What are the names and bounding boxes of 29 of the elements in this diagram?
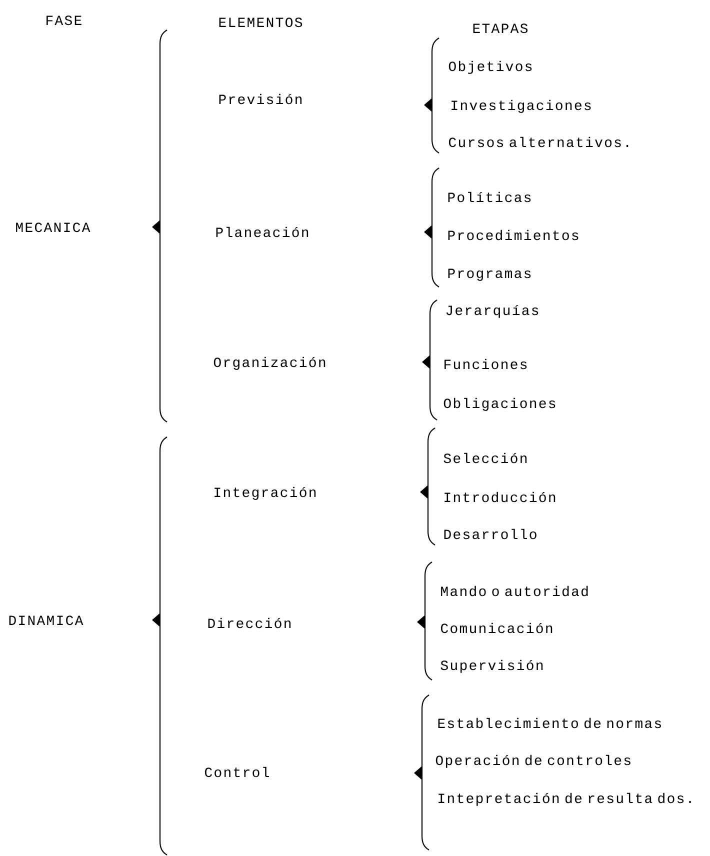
- stage-text: Investigaciones: [452, 100, 591, 113]
- stage-text: Objetivos: [448, 60, 532, 74]
- column-heading: FASE: [46, 16, 82, 26]
- phase-text: DINAMICA: [9, 616, 84, 626]
- stage-text: Comunicación: [440, 622, 552, 634]
- phase-text: MECANICA: [16, 222, 90, 232]
- stage-text: Selección: [444, 452, 527, 464]
- stage-text: Establecimiento de normas: [438, 718, 661, 728]
- element-text: Control: [204, 766, 269, 778]
- stage-text: Jerarquías: [446, 305, 538, 318]
- stage-text: Cursos alternativos.: [448, 136, 628, 148]
- element-text: Dirección: [208, 618, 291, 628]
- column-heading: ETAPAS: [473, 24, 528, 34]
- stage-text: Intepretación de resulta dos.: [438, 792, 691, 806]
- element-text: Integración: [214, 486, 316, 500]
- element-text: Organización: [214, 356, 326, 370]
- stage-text: Supervisión: [440, 660, 543, 673]
- stage-text: Desarrollo: [444, 528, 536, 540]
- element-text: Previsión: [219, 94, 302, 104]
- column-heading: ELEMENTOS: [219, 18, 302, 28]
- stage-text: Operación de controles: [436, 754, 630, 768]
- stage-text: Funciones: [444, 358, 527, 370]
- stage-text: Programas: [448, 268, 531, 281]
- element-text: Planeación: [216, 226, 308, 238]
- stage-text: Introducción: [444, 492, 556, 502]
- stage-text: Mando o autoridad: [441, 586, 588, 596]
- stage-text: Obligaciones: [444, 398, 556, 411]
- stage-text: Políticas: [448, 192, 531, 202]
- stage-text: Procedimientos: [448, 230, 578, 240]
